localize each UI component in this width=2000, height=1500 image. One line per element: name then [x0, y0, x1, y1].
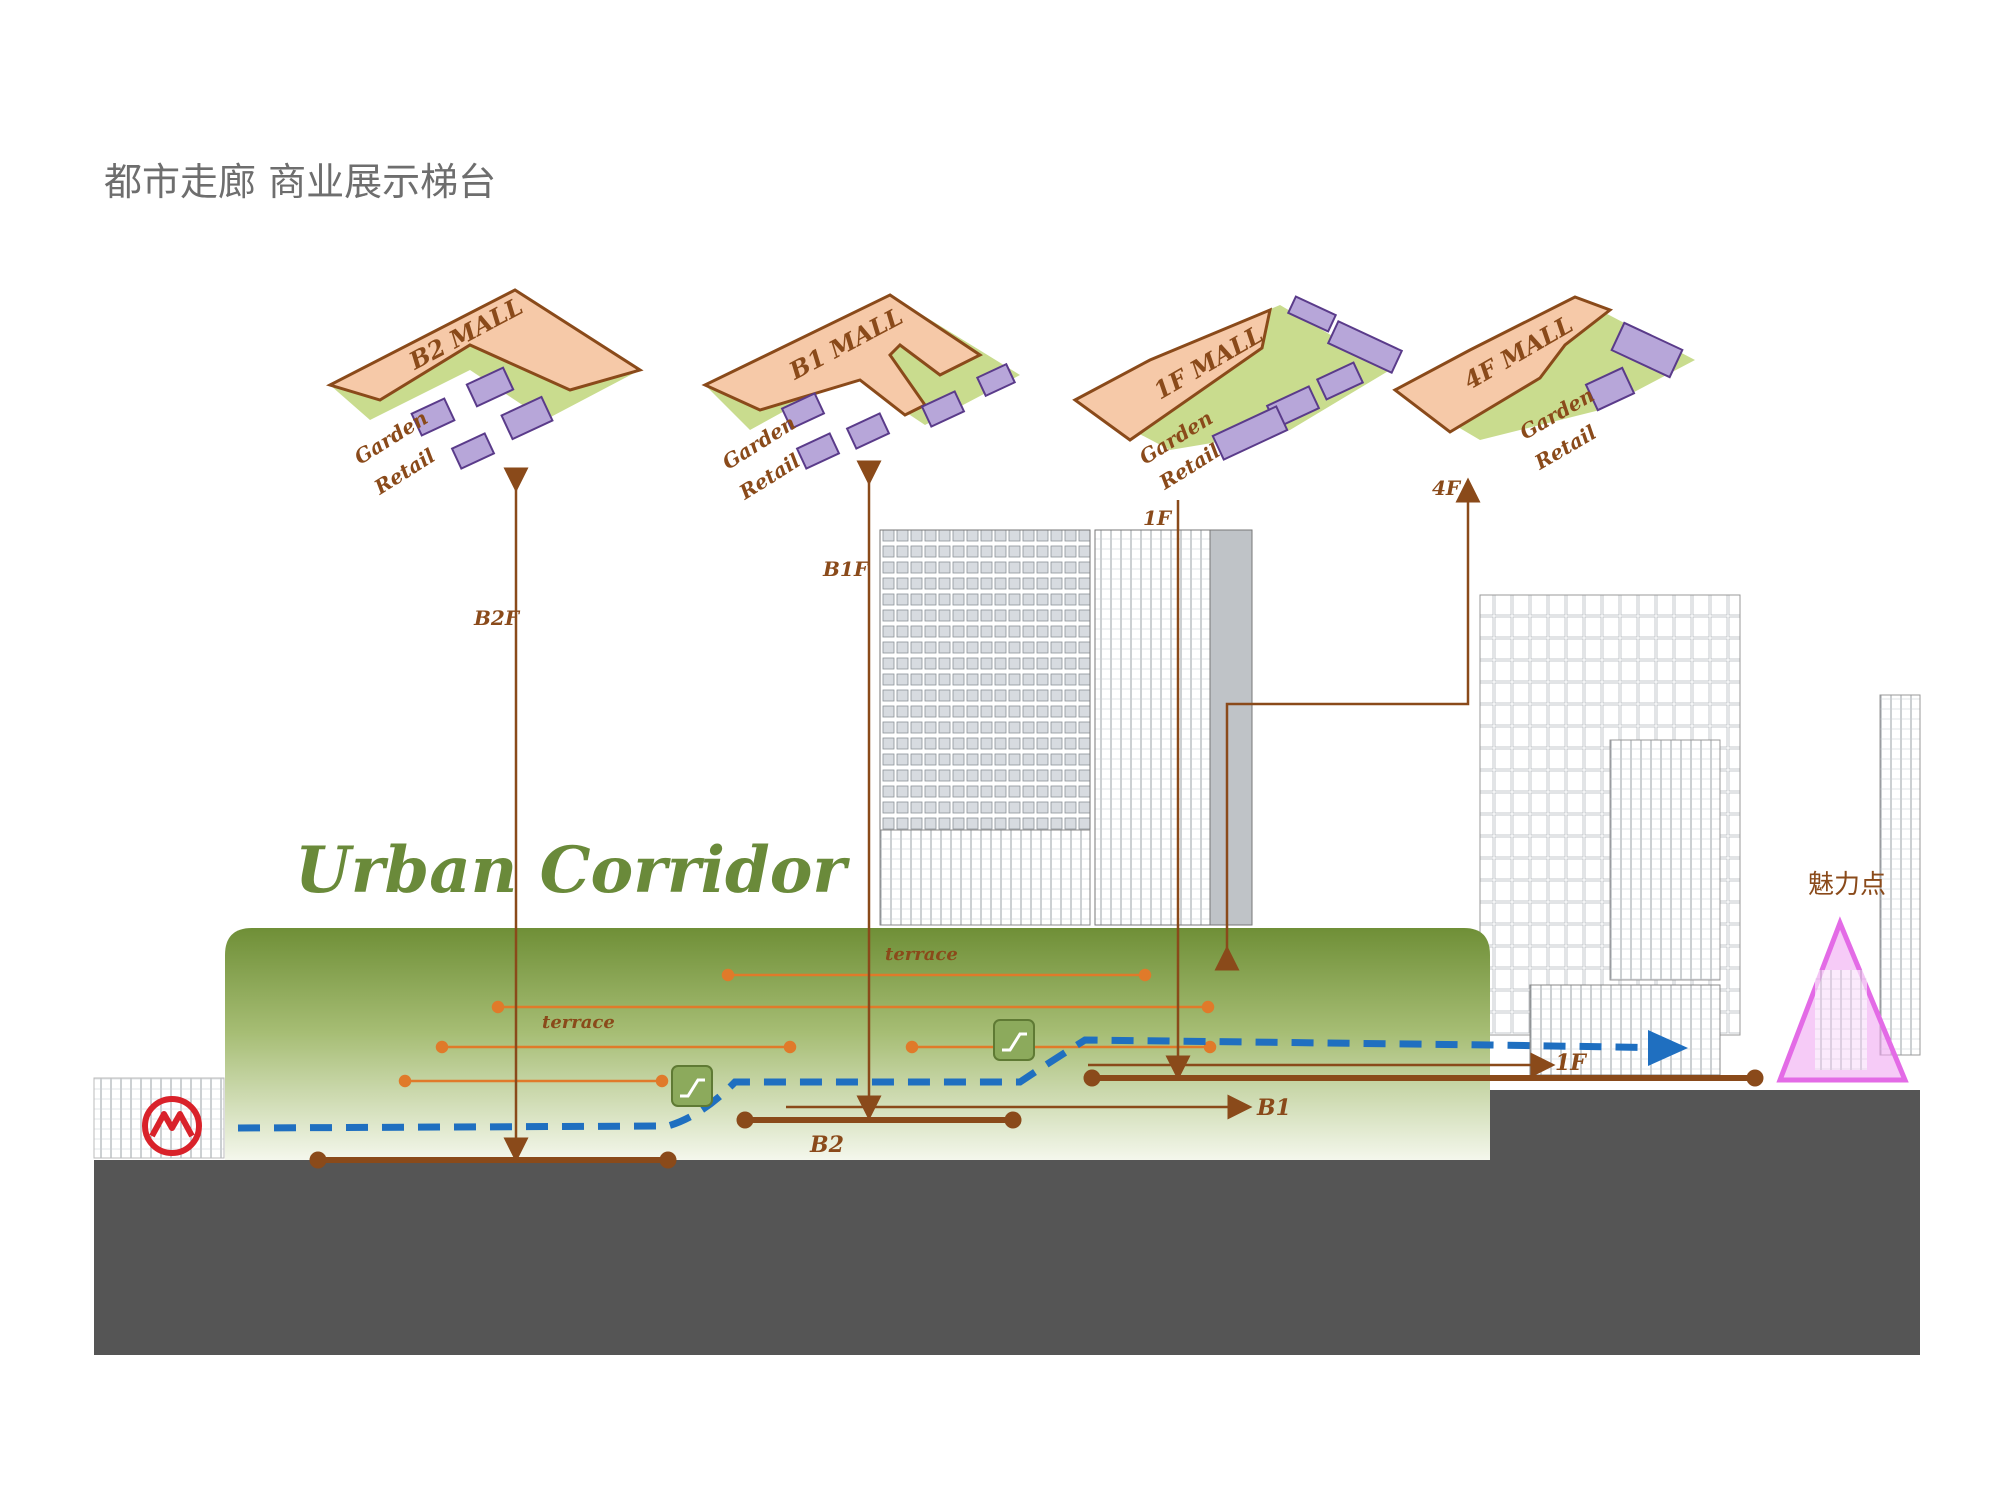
tower-far-right: [1879, 694, 1921, 1056]
tower-left-podium: [879, 829, 1091, 926]
metro-logo-icon: [142, 1096, 202, 1156]
ground-step-right: [1490, 1090, 1920, 1162]
ground-mass: [94, 1160, 1920, 1355]
vertical-connectors: [503, 460, 1481, 1163]
floor-label-b2: B2: [809, 1132, 844, 1158]
page-title: 都市走廊 商业展示梯台: [104, 160, 497, 204]
pedestrian-path-arrowhead: [1648, 1030, 1688, 1066]
level-tag-b2f: B2F: [473, 606, 521, 630]
tower-left: [879, 529, 1091, 831]
floor-label-1f: 1F: [1555, 1050, 1587, 1076]
mall-plan-4f: 4F MALL Garden Retail: [1392, 295, 1695, 475]
attraction-label: 魅力点: [1808, 870, 1886, 900]
escalator-icon: [671, 1065, 713, 1107]
level-tag-b1f: B1F: [822, 557, 870, 581]
terrace-lines: [398, 968, 1217, 1088]
tower-mid-dark: [1209, 529, 1253, 926]
level-tag-1f: 1F: [1143, 506, 1173, 530]
level-tag-4f: 4F: [1432, 476, 1462, 500]
ground: [94, 1090, 1920, 1355]
escalator-icon: [993, 1019, 1035, 1061]
floor-label-b1: B1: [1256, 1095, 1291, 1121]
background-buildings: [93, 529, 1921, 1159]
tower-right-core: [1609, 739, 1721, 981]
floor-slabs: [309, 1069, 1764, 1169]
mall-plan-b1: B1 MALL Garden Retail: [701, 293, 1020, 505]
mall-plan-1f: 1F MALL Garden Retail: [1072, 295, 1404, 495]
terrace-label-top: terrace: [885, 944, 958, 965]
corridor-title: Urban Corridor: [295, 833, 850, 908]
mall-plan-b2: B2 MALL Garden Retail: [326, 288, 644, 500]
attraction-point: 魅力点: [1776, 870, 1909, 1083]
tower-mid: [1094, 529, 1211, 926]
low-building-right: [1529, 984, 1721, 1076]
terrace-label-mid: terrace: [542, 1012, 615, 1033]
